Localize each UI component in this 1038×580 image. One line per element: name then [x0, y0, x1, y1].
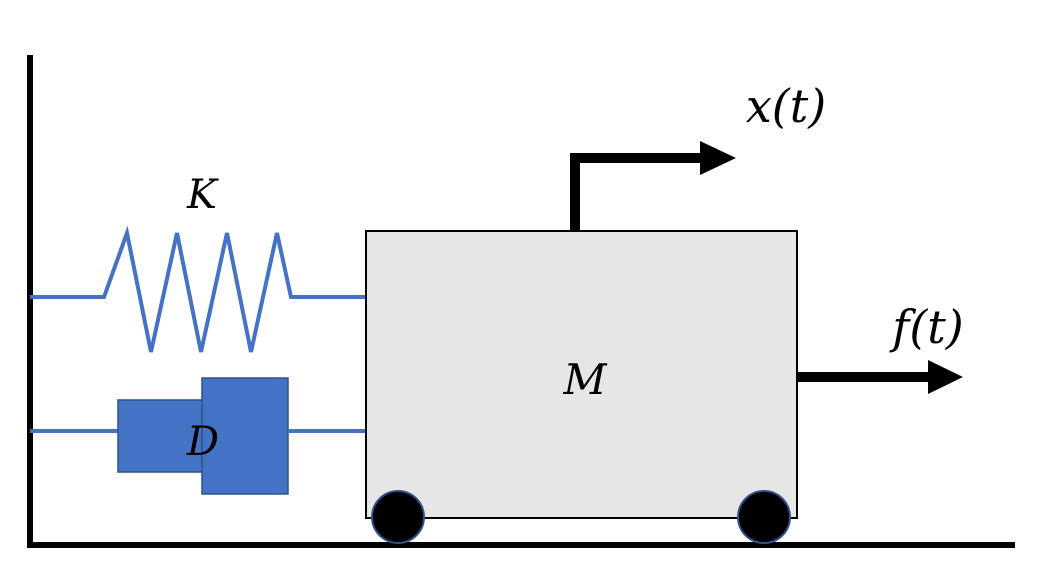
spring — [30, 225, 366, 353]
damper-label: D — [186, 419, 219, 465]
displacement-arrow-shaft — [570, 153, 702, 231]
damper-piston — [201, 377, 289, 495]
damper-cylinder — [117, 399, 203, 473]
force-arrowhead-icon — [928, 360, 963, 394]
displacement-label: x(t) — [746, 79, 826, 133]
mass-block — [365, 230, 798, 519]
force-label: f(t) — [889, 300, 963, 354]
spring-label: K — [186, 172, 219, 218]
wheel-left-icon — [371, 490, 425, 544]
mass-label: M — [562, 355, 607, 404]
displacement-arrowhead-icon — [700, 141, 736, 175]
wheel-right-icon — [737, 490, 791, 544]
